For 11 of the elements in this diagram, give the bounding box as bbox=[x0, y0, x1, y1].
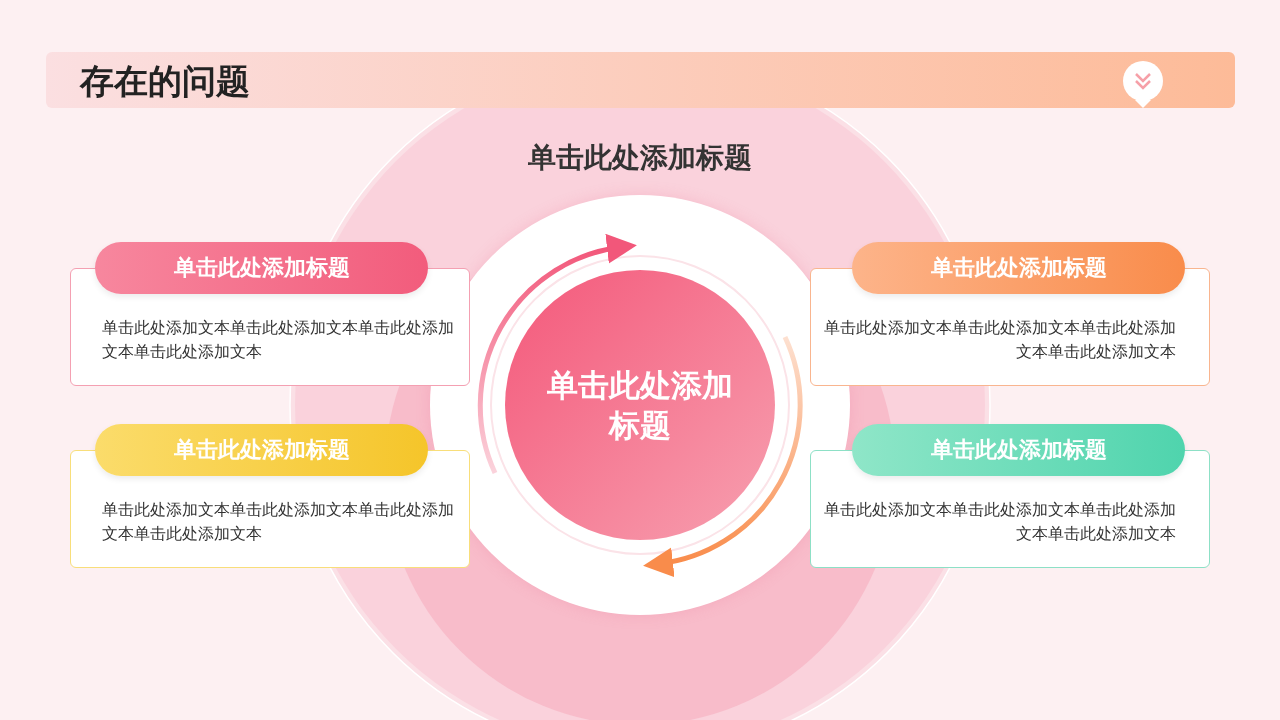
body-text: 单击此处添加文本单击此处添加文本单击此处添加文本单击此处添加文本 bbox=[823, 499, 1176, 545]
heading-pill: 单击此处添加标题 bbox=[95, 242, 428, 294]
heading-pill: 单击此处添加标题 bbox=[95, 424, 428, 476]
subtitle: 单击此处添加标题 bbox=[527, 140, 753, 176]
heading-pill: 单击此处添加标题 bbox=[852, 242, 1185, 294]
body-text: 单击此处添加文本单击此处添加文本单击此处添加文本单击此处添加文本 bbox=[102, 499, 455, 545]
center-title: 单击此处添加标题 bbox=[546, 366, 734, 445]
heading-pill: 单击此处添加标题 bbox=[852, 424, 1185, 476]
body-text: 单击此处添加文本单击此处添加文本单击此处添加文本单击此处添加文本 bbox=[823, 317, 1176, 363]
body-text: 单击此处添加文本单击此处添加文本单击此处添加文本单击此处添加文本 bbox=[102, 317, 455, 363]
page-title: 存在的问题 bbox=[80, 60, 250, 103]
